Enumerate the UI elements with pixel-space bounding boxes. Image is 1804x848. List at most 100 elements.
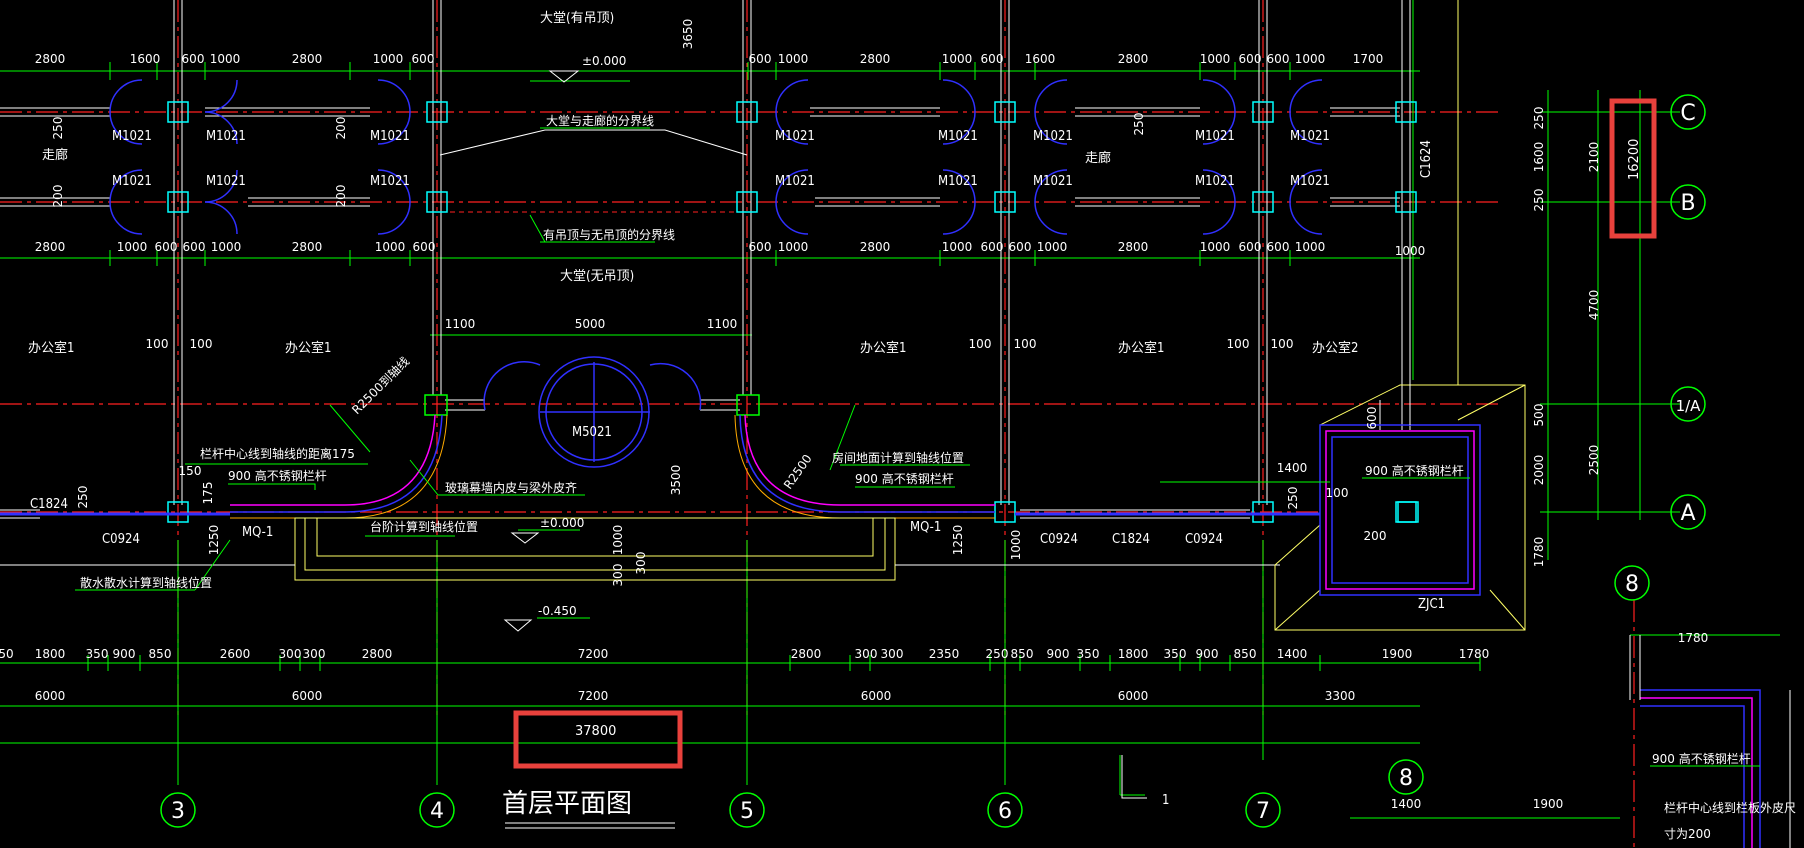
dimension-value: 600 <box>1365 407 1379 430</box>
dimension-value: 2350 <box>929 647 960 661</box>
dimension-value: 1000 <box>778 240 809 254</box>
dimension-value: 900 <box>1196 647 1219 661</box>
dimension-value: 50 <box>0 647 14 661</box>
annotation-floor-calc: 房间地面计算到轴线位置 <box>832 450 964 465</box>
door-label-mq1: MQ-1 <box>242 525 273 540</box>
room-office-4: 办公室1 <box>1118 340 1164 356</box>
dimension-value: 1600 <box>1025 52 1056 66</box>
dimension-value: 600 <box>1009 240 1032 254</box>
dimension-value: 1100 <box>445 317 476 331</box>
annotation-railing-distance: 栏杆中心线到轴线的距离175 <box>200 446 355 461</box>
dimension-value: 7200 <box>578 647 609 661</box>
dimension-value: 300 <box>303 647 326 661</box>
dimension-value: 1000 <box>117 240 148 254</box>
dimension-value: 1000 <box>375 240 406 254</box>
room-office-3: 办公室1 <box>860 340 906 356</box>
door-label: M1021 <box>1033 174 1073 189</box>
annotation-step-calc: 台阶计算到轴线位置 <box>370 519 478 534</box>
door-label: M1021 <box>112 174 152 189</box>
dimension-value: 1100 <box>707 317 738 331</box>
dimension-value: 250 <box>1532 107 1546 130</box>
window-label-c0924: C0924 <box>1040 532 1078 547</box>
dimension-value: 600 <box>1239 52 1262 66</box>
dimension-value: 2800 <box>791 647 822 661</box>
dimension-value: 1400 <box>1391 797 1422 811</box>
door-label: M1021 <box>938 174 978 189</box>
annotation-railing-2: 900 高不锈钢栏杆 <box>855 471 954 486</box>
dimension-value: 3300 <box>1325 689 1356 703</box>
walls <box>0 0 1411 519</box>
door-label: M1021 <box>1195 174 1235 189</box>
room-office-5: 办公室2 <box>1312 340 1358 356</box>
annotation-hall-boundary: 大堂与走廊的分界线 <box>546 113 654 128</box>
axis-bubble-5 <box>729 792 765 828</box>
stair-block <box>1274 0 1526 631</box>
axis-label-3: 3 <box>171 799 185 824</box>
room-hall-bottom: 大堂(无吊顶) <box>560 269 634 284</box>
door-label: M1021 <box>775 174 815 189</box>
dimension-value: 2800 <box>35 52 66 66</box>
dimension-value: 2800 <box>1118 240 1149 254</box>
entrance-columns <box>424 394 760 416</box>
dimension-value: 350 <box>1077 647 1100 661</box>
dimension-value: 1250 <box>207 525 221 556</box>
axis-bubble-8 <box>1388 759 1424 795</box>
dimension-value: 1000 <box>1200 240 1231 254</box>
dimension-value: 100 <box>1326 486 1349 500</box>
dimension-value: 100 <box>1227 337 1250 351</box>
dimension-value: 600 <box>749 240 772 254</box>
door-label: M1021 <box>112 129 152 144</box>
dimension-value: 1780 <box>1459 647 1490 661</box>
dimension-value: 2100 <box>1587 142 1601 173</box>
axis-bubbles <box>160 94 1706 828</box>
dimension-value: 100 <box>1014 337 1037 351</box>
dimension-value: 1000 <box>1295 240 1326 254</box>
dimension-value: 250 <box>1286 487 1300 510</box>
door-label: M1021 <box>206 174 246 189</box>
dimension-value: 200 <box>51 185 65 208</box>
door-label: M1021 <box>1033 129 1073 144</box>
dimension-value: 5000 <box>575 317 606 331</box>
window-label-c0924: C0924 <box>1185 532 1223 547</box>
dimension-ticks <box>87 62 1481 671</box>
dimension-value: 1000 <box>942 240 973 254</box>
room-office-2: 办公室1 <box>285 340 331 356</box>
dimension-value: 1000 <box>1295 52 1326 66</box>
section-mark-line <box>1121 755 1147 799</box>
dimension-value: 6000 <box>1118 689 1149 703</box>
dimension-value: 200 <box>334 117 348 140</box>
dimension-value: 2600 <box>220 647 251 661</box>
section-mark-label: 1 <box>1162 793 1169 808</box>
grid-lines <box>0 0 1780 819</box>
axis-label-6: 6 <box>998 799 1012 824</box>
dimension-value: 6000 <box>35 689 66 703</box>
dimension-value: 175 <box>201 482 215 505</box>
dimension-value: 150 <box>179 464 202 478</box>
door-label: M1021 <box>206 129 246 144</box>
total-width-label: 37800 <box>575 724 616 739</box>
dimension-value: 1000 <box>778 52 809 66</box>
dimension-value: 300 <box>855 647 878 661</box>
dimension-value: 1000 <box>942 52 973 66</box>
axis-centerlines <box>0 0 1635 848</box>
axis-bubble-3 <box>160 792 196 828</box>
label-zjc1: ZJC1 <box>1418 597 1445 612</box>
dimension-value: 850 <box>1011 647 1034 661</box>
dimension-value: 1780 <box>1678 631 1709 645</box>
dimension-value: 1000 <box>1009 530 1023 561</box>
dimension-value: 2800 <box>860 52 891 66</box>
dimension-value: 600 <box>183 240 206 254</box>
door-labels: M1021 M1021 M1021 M1021 M1021 M1021 M102… <box>30 129 1445 612</box>
axis-label-4: 4 <box>430 799 444 824</box>
annotation-railing-4: 900 高不锈钢栏杆 <box>1652 751 1751 766</box>
entrance-steps <box>0 517 1280 581</box>
dimension-value: 4700 <box>1587 290 1601 321</box>
dimension-value: 900 <box>113 647 136 661</box>
annotation-railing-3: 900 高不锈钢栏杆 <box>1365 463 1464 478</box>
dimension-value: 600 <box>1239 240 1262 254</box>
dimension-value: 2000 <box>1532 455 1546 486</box>
axis-label-1a: 1/A <box>1676 397 1702 415</box>
